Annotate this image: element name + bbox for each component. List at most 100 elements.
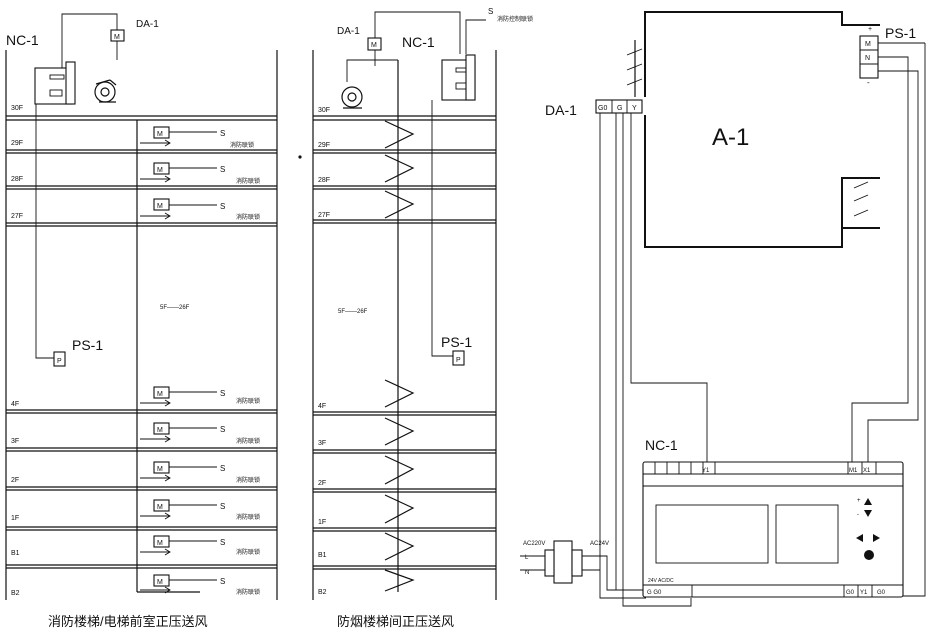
svg-text:M: M [157, 540, 163, 547]
middle-top-actuator [367, 37, 382, 51]
middle-top-note: 消防控制联锁 [497, 15, 533, 23]
left-floor-30: 30F [11, 105, 23, 112]
middle-caption: 防烟楼梯间正压送风 [337, 614, 454, 629]
left-floor-labels: 30F 29F 28F 27F 4F 3F 2F 1F B1 B2 [11, 105, 23, 597]
left-floor-4: 4F [11, 401, 19, 408]
svg-text:G G0: G G0 [647, 590, 662, 596]
transformer: AC220V AC24V L N [520, 540, 616, 591]
svg-text:N: N [865, 55, 870, 62]
svg-text:+: + [868, 26, 872, 33]
middle-range-label: 5F——26F [338, 309, 368, 315]
svg-text:M: M [157, 427, 163, 434]
svg-text:M: M [157, 466, 163, 473]
middle-shaft-diagram: DA-1 NC-1 S 消防控制联锁 30F [312, 7, 533, 629]
svg-text:AC24V: AC24V [590, 541, 609, 547]
middle-nc-label: NC-1 [402, 34, 435, 50]
left-floor-28: 28F [11, 176, 23, 183]
middle-floor-labels: 30F 29F 28F 27F 4F 3F 2F 1F B1 B2 [318, 107, 330, 596]
svg-text:+: + [857, 498, 861, 504]
svg-text:G: G [617, 105, 622, 112]
svg-text:消防联锁: 消防联锁 [236, 588, 260, 596]
left-top-actuator-m: M [114, 34, 120, 41]
svg-text:-: - [857, 512, 859, 518]
svg-text:N: N [525, 570, 529, 576]
svg-text:消防联锁: 消防联锁 [236, 177, 260, 185]
middle-floor-27: 27F [318, 212, 330, 219]
right-da-label: DA-1 [545, 102, 577, 118]
svg-text:M: M [157, 391, 163, 398]
right-wiring-diagram: A-1 DA-1 G0 G Y PS-1 + M N - [520, 11, 926, 607]
middle-fan-icon [341, 86, 363, 109]
left-top-actuator [110, 29, 125, 42]
left-nc-label: NC-1 [6, 32, 39, 48]
svg-text:消防联锁: 消防联锁 [236, 213, 260, 221]
middle-floor-1: 1F [318, 519, 326, 526]
svg-text:L: L [525, 555, 529, 561]
svg-text:G0: G0 [598, 105, 607, 112]
svg-text:M: M [865, 41, 871, 48]
right-ps-label: PS-1 [885, 25, 916, 41]
svg-text:M: M [157, 131, 163, 138]
middle-s-label: S [488, 7, 493, 16]
svg-text:P: P [456, 357, 461, 364]
left-da-label: DA-1 [136, 19, 159, 30]
middle-nc-controller-icon [441, 54, 476, 101]
svg-text:-: - [867, 78, 870, 87]
right-da-terminal-block: G0 G Y [595, 99, 643, 114]
svg-text:G0: G0 [877, 590, 886, 596]
svg-text:Y1: Y1 [860, 590, 868, 596]
left-floor-lines [6, 115, 277, 569]
left-ps-label: PS-1 [72, 337, 103, 353]
svg-text:Y1: Y1 [702, 468, 710, 474]
svg-text:消防联锁: 消防联锁 [236, 397, 260, 405]
svg-text:S: S [220, 202, 225, 211]
svg-text:消防联锁: 消防联锁 [236, 437, 260, 445]
svg-text:M: M [371, 42, 377, 49]
svg-text:M: M [157, 203, 163, 210]
middle-floor-29: 29F [318, 142, 330, 149]
svg-text:M1: M1 [849, 468, 858, 474]
svg-text:S: S [220, 425, 225, 434]
right-ps-terminal-block: + M N - [859, 26, 879, 87]
svg-text:消防联锁: 消防联锁 [236, 548, 260, 556]
svg-text:AC220V: AC220V [523, 541, 545, 547]
middle-floor-28: 28F [318, 177, 330, 184]
svg-text:S: S [220, 129, 225, 138]
svg-text:S: S [220, 577, 225, 586]
left-nc-controller-icon [34, 61, 76, 105]
svg-text:M: M [157, 167, 163, 174]
left-floor-27: 27F [11, 213, 23, 220]
svg-text:24V AC/DC: 24V AC/DC [648, 578, 674, 584]
svg-text:S: S [220, 464, 225, 473]
svg-text:消防联锁: 消防联锁 [230, 141, 254, 149]
left-floor-b1: B1 [11, 550, 20, 557]
left-floor-2: 2F [11, 477, 19, 484]
svg-text:Y: Y [632, 105, 637, 112]
left-shaft-diagram: NC-1 DA-1 30F 29 [5, 13, 278, 629]
middle-floor-b1: B1 [318, 552, 327, 559]
right-nc-label: NC-1 [645, 437, 678, 453]
left-floor-b2: B2 [11, 590, 20, 597]
middle-relief-vents [384, 120, 415, 592]
middle-pressure-sensor [452, 350, 465, 366]
left-fan-icon [94, 79, 117, 103]
left-pressure-sensor [53, 351, 66, 367]
svg-text:G0: G0 [846, 590, 855, 596]
middle-floor-3: 3F [318, 440, 326, 447]
middle-floor-30: 30F [318, 107, 330, 114]
room-label: A-1 [712, 124, 749, 151]
svg-text:S: S [220, 389, 225, 398]
nc1-controller: Y1 M1 X1 + - 24V AC/DC G G0 G0 Y1 [642, 461, 904, 598]
svg-text:M: M [157, 579, 163, 586]
middle-floor-4: 4F [318, 403, 326, 410]
left-ps-p: P [57, 358, 62, 365]
middle-floor-2: 2F [318, 480, 326, 487]
svg-text:X1: X1 [863, 468, 871, 474]
svg-text:M: M [157, 504, 163, 511]
left-floor-29: 29F [11, 140, 23, 147]
middle-floor-lines [313, 115, 496, 570]
left-valves: M S 消防联锁 M S 消防联锁 M S 消防联锁 M [140, 126, 260, 596]
left-caption: 消防楼梯/电梯前室正压送风 [48, 614, 208, 629]
svg-text:消防联锁: 消防联锁 [236, 513, 260, 521]
